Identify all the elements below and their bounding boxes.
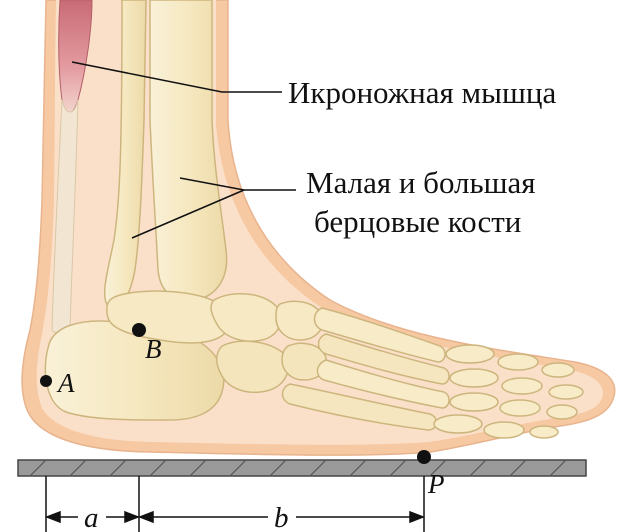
dimension-a-arrow-left: [47, 512, 60, 522]
phalanx-bone-2a: [450, 369, 498, 387]
phalanx-bone-3a: [450, 393, 498, 411]
dimension-b-arrow-right: [410, 512, 423, 522]
dimension-a-label: a: [84, 502, 99, 532]
phalanx-bone-4a: [434, 415, 482, 433]
dimension-a-arrow-right: [125, 512, 138, 522]
floor: [18, 460, 586, 476]
dimension-b-arrow-left: [140, 512, 153, 522]
phalanx-bone-3b: [500, 400, 540, 416]
floor-surface: [18, 460, 586, 476]
phalanx-bone-3c: [547, 405, 577, 419]
dimension-markers: [46, 476, 424, 532]
phalanx-bone-1a: [446, 345, 494, 363]
phalanx-bone-2c: [549, 385, 583, 399]
dimension-b-label: b: [274, 502, 289, 532]
point-p-label: P: [427, 469, 445, 499]
point-p-marker: [417, 450, 431, 464]
muscle-label: Икроножная мышца: [288, 75, 556, 110]
bones-label-line2: берцовые кости: [314, 204, 521, 239]
phalanx-bone-1c: [542, 363, 574, 377]
point-b-label: B: [145, 334, 162, 364]
point-b-marker: [132, 323, 146, 337]
point-a-marker: [40, 375, 52, 387]
bones-label-line1: Малая и большая: [306, 165, 536, 200]
phalanx-bone-4c: [530, 426, 558, 438]
phalanx-bone-2b: [502, 378, 542, 394]
point-a-label: A: [56, 368, 75, 398]
phalanx-bone-4b: [484, 422, 524, 438]
phalanx-bone-1b: [498, 354, 538, 370]
